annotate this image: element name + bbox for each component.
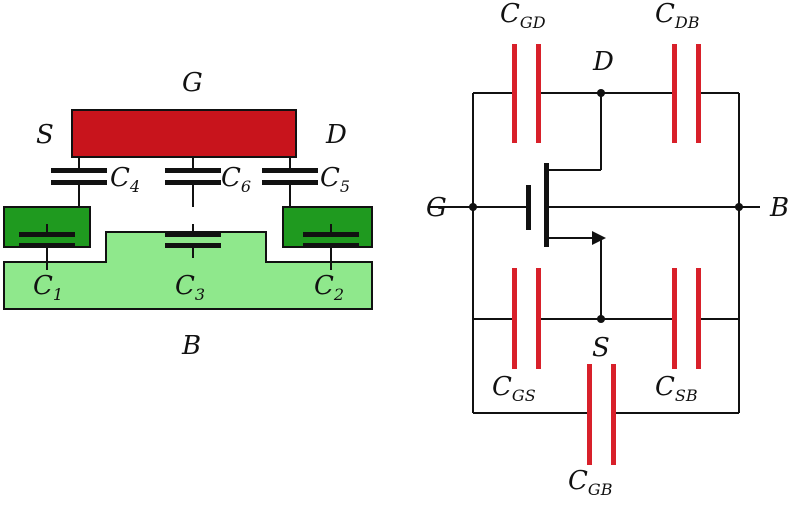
mosfet-cross-section: G S D B C4 C6 C5 C1 C3 C2 xyxy=(3,68,373,361)
cs-cap-c5: C5 xyxy=(320,163,350,196)
cross-section-capacitor-plates xyxy=(19,168,359,248)
cs-label-b: B xyxy=(181,331,201,361)
c4-plate-top xyxy=(51,168,107,173)
ec-cap-cgd: CGD xyxy=(500,0,546,32)
ec-label-b: B xyxy=(769,193,789,223)
cgb-plate-left xyxy=(587,364,592,465)
cgs-plate-right xyxy=(536,268,541,369)
gate-poly xyxy=(71,109,297,158)
ec-cap-cgs: CGS xyxy=(492,372,536,405)
cs-cap-c6: C6 xyxy=(221,163,251,196)
c5-plate-top xyxy=(262,168,318,173)
c1-plate-top xyxy=(19,232,75,237)
drain-well xyxy=(282,206,373,248)
ec-label-g: G xyxy=(426,193,447,223)
cdb-plate-right xyxy=(696,44,701,143)
cs-label-d: D xyxy=(325,120,347,150)
c3-plate-top xyxy=(165,232,221,237)
cgd-plate-right xyxy=(536,44,541,143)
cgb-plate-right xyxy=(611,364,616,465)
c6-plate-bottom xyxy=(165,180,221,185)
ec-label-d: D xyxy=(592,47,614,77)
cs-cap-c4: C4 xyxy=(110,163,140,196)
substrate-region xyxy=(3,231,373,310)
cgd-plate-left xyxy=(512,44,517,143)
circuit-capacitors xyxy=(512,44,701,465)
c5-plate-bottom xyxy=(262,180,318,185)
c2-plate-top xyxy=(303,232,359,237)
cgs-plate-left xyxy=(512,268,517,369)
cs-cap-c1: C1 xyxy=(33,271,63,304)
cs-cap-c2: C2 xyxy=(314,271,344,304)
cdb-plate-left xyxy=(672,44,677,143)
mosfet-channel xyxy=(544,163,549,247)
c6-plate-top xyxy=(165,168,221,173)
c3-plate-bottom xyxy=(165,243,221,248)
cs-cap-c3: C3 xyxy=(175,271,205,304)
equivalent-circuit: G B D S CGD CDB CGS CSB CGB xyxy=(426,0,789,499)
source-arrow-icon xyxy=(592,231,606,245)
mosfet-gate-plate xyxy=(526,185,531,230)
c2-plate-bottom xyxy=(303,243,359,248)
c1-plate-bottom xyxy=(19,243,75,248)
ec-label-s: S xyxy=(592,333,610,363)
ec-cap-csb: CSB xyxy=(655,372,698,405)
csb-plate-right xyxy=(696,268,701,369)
ec-cap-cgb: CGB xyxy=(568,466,613,499)
circuit-wires xyxy=(430,92,760,414)
cs-label-g: G xyxy=(182,68,203,98)
ec-cap-cdb: CDB xyxy=(655,0,700,32)
junction-dots xyxy=(469,89,743,323)
cs-label-s: S xyxy=(36,120,54,150)
c4-plate-bottom xyxy=(51,180,107,185)
csb-plate-left xyxy=(672,268,677,369)
